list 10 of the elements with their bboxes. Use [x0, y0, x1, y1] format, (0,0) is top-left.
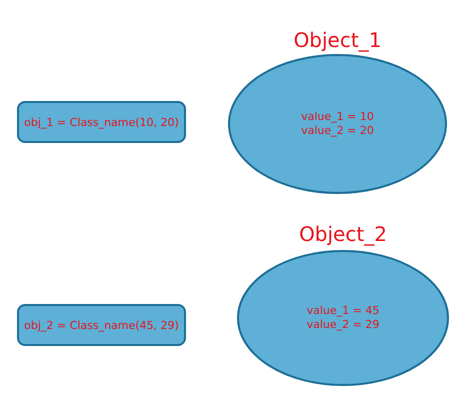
attribute-text: value_1 = 45 — [306, 304, 380, 318]
code-text: obj_1 = Class_name(10, 20) — [24, 116, 179, 128]
attribute-text: value_1 = 10 — [301, 110, 374, 124]
object-title: Object_2 — [299, 222, 387, 246]
rounded-box — [17, 304, 186, 346]
code-text: obj_2 = Class_name(45, 29) — [24, 318, 179, 332]
attribute-text: value_2 = 29 — [306, 318, 380, 332]
rounded-box — [17, 101, 186, 143]
attribute-text: value_2 = 20 — [301, 124, 374, 138]
object-title: Object_1 — [294, 28, 382, 52]
